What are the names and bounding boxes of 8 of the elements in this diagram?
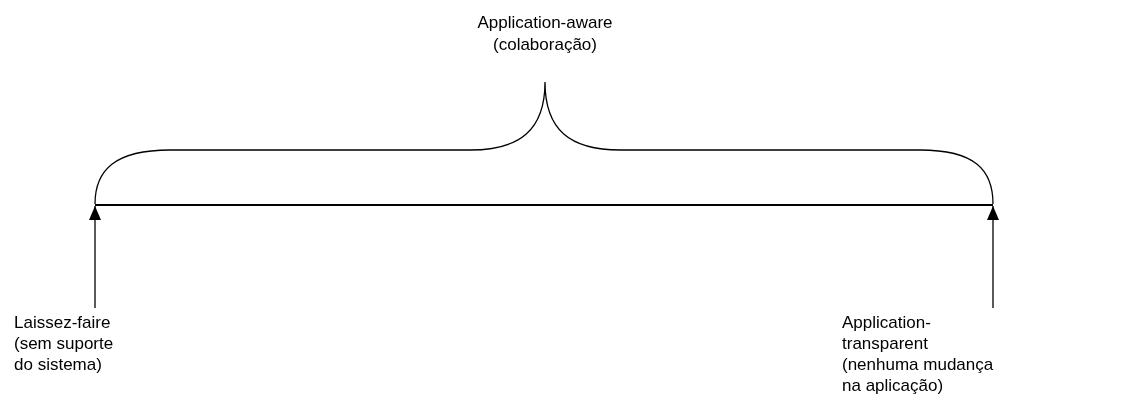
node-description: (sem suporte do sistema) [14, 333, 115, 375]
arrow [89, 205, 101, 309]
arrow [987, 205, 999, 309]
spectrum-line [95, 204, 993, 206]
node-title: Application-transparent [842, 312, 932, 354]
node-description: (nenhuma mudança na aplicação) [842, 354, 995, 396]
bracket-label: Application-aware (colaboração) [476, 12, 614, 56]
node-title: Laissez-faire [14, 312, 112, 333]
